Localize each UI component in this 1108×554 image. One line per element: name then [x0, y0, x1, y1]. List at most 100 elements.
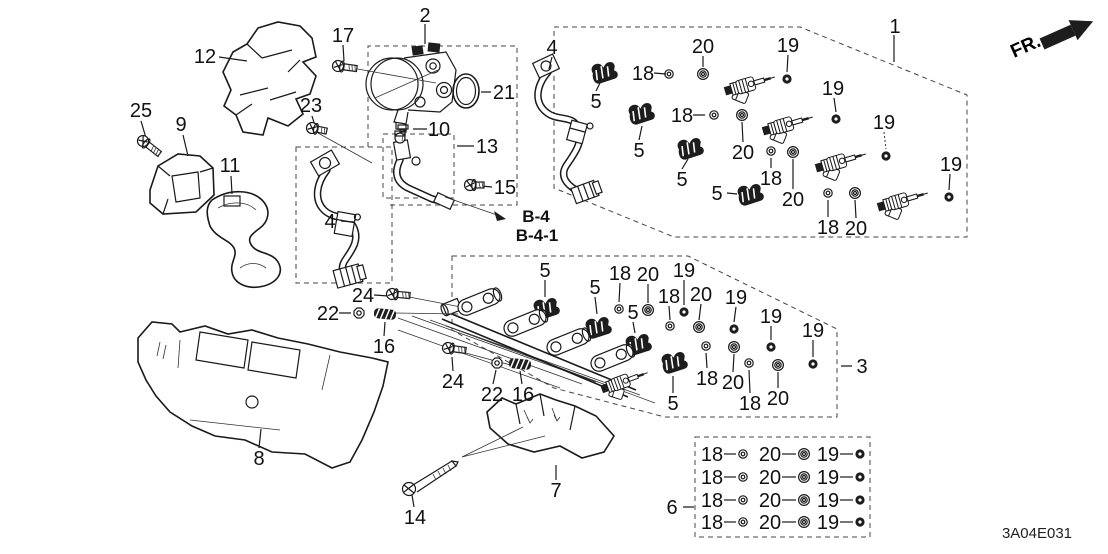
- hardware-label-18: 18: [701, 444, 723, 466]
- bolt-icon: [331, 59, 358, 73]
- washer-18-icon: [709, 110, 719, 120]
- callout-7: 7: [550, 480, 561, 502]
- washer-18-icon: [766, 146, 776, 156]
- hardware-label-20: 20: [759, 467, 781, 489]
- callout-8: 8: [253, 448, 264, 470]
- group-box-13: [382, 133, 455, 199]
- callout-16: 16: [512, 384, 534, 406]
- rail-boss-icon: [457, 287, 503, 316]
- seal-ring-20-icon: [727, 341, 740, 354]
- callout-18: 18: [609, 263, 631, 285]
- washer-18-icon: [738, 495, 748, 505]
- hardware-label-20: 20: [759, 512, 781, 534]
- callout-15: 15: [494, 177, 516, 199]
- callout-4: 4: [324, 211, 335, 233]
- callout-21: 21: [493, 82, 515, 104]
- spring-16-icon: [508, 358, 532, 370]
- ref-label-b4: B-4: [522, 207, 550, 226]
- washer-18-icon: [738, 472, 748, 482]
- callout-19: 19: [777, 35, 799, 57]
- group-box-1: [553, 26, 968, 238]
- injector-clip-5-icon: [585, 316, 612, 339]
- callout-10: 10: [428, 119, 450, 141]
- group-box-3: [451, 255, 838, 418]
- fr-arrow-icon: [1039, 20, 1094, 50]
- hardware-label-19: 19: [817, 490, 839, 512]
- spring-16-icon: [373, 308, 397, 320]
- nut-22-icon: [491, 357, 503, 369]
- fuel-injector-icon: [876, 192, 928, 220]
- callout-5: 5: [539, 260, 550, 282]
- seal-ring-20-icon: [797, 471, 810, 484]
- fr-label: FR.: [1007, 31, 1044, 63]
- callout-3: 3: [856, 356, 867, 378]
- callout-17: 17: [332, 25, 354, 47]
- callout-19: 19: [802, 320, 824, 342]
- injector-clip-5-icon: [661, 351, 688, 374]
- callout-5: 5: [633, 140, 644, 162]
- callout-23: 23: [300, 95, 322, 117]
- hardware-label-20: 20: [759, 444, 781, 466]
- part-14-bolt: [401, 460, 459, 497]
- callout-20: 20: [637, 264, 659, 286]
- seal-ring-20-icon: [786, 146, 799, 159]
- callout-6: 6: [666, 497, 677, 519]
- washer-18-icon: [738, 449, 748, 459]
- bolt-icon: [441, 341, 467, 355]
- hardware-table-row: 18 20 19: [701, 444, 865, 466]
- washer-18-icon: [665, 321, 675, 331]
- ghost-lines: [397, 315, 656, 404]
- hardware-label-20: 20: [759, 490, 781, 512]
- injector-clip-5-icon: [628, 102, 655, 125]
- callout-20: 20: [722, 372, 744, 394]
- callout-20: 20: [845, 218, 867, 240]
- callout-layer: 1217225923112110131544155551818181820202…: [130, 5, 962, 529]
- hardware-label-19: 19: [817, 467, 839, 489]
- bolt-icon: [136, 134, 163, 158]
- callout-5: 5: [676, 169, 687, 191]
- part-4-fuel-hose-right: [531, 53, 603, 205]
- callout-11: 11: [220, 155, 241, 177]
- callout-18: 18: [632, 63, 654, 85]
- rail-boss-icon: [503, 308, 549, 337]
- seal-ring-20-icon: [797, 448, 810, 461]
- callout-12: 12: [194, 46, 216, 68]
- nut-22-icon: [353, 307, 365, 319]
- diagram-code: 3A04E031: [1002, 525, 1072, 542]
- callout-22: 22: [317, 303, 339, 325]
- washer-18-icon: [738, 517, 748, 527]
- seal-ring-20-icon: [735, 108, 748, 121]
- washer-18-icon: [614, 304, 624, 314]
- hardware-label-18: 18: [701, 512, 723, 534]
- fuel-injector-icon: [723, 76, 775, 104]
- callout-20: 20: [732, 142, 754, 164]
- callout-18: 18: [696, 368, 718, 390]
- callout-9: 9: [175, 114, 186, 136]
- hardware-label-19: 19: [817, 444, 839, 466]
- callout-19: 19: [873, 112, 895, 134]
- fuel-injector-icon: [814, 153, 866, 181]
- rail-boss-icon: [546, 327, 592, 356]
- callout-18: 18: [658, 286, 680, 308]
- part-2-fuel-pump: [365, 42, 457, 131]
- part-8-cylinder-head: [137, 321, 389, 469]
- seal-ring-20-icon: [797, 494, 810, 507]
- group-box-6: [694, 436, 871, 538]
- seal-ring-20-icon: [848, 187, 861, 200]
- callout-22: 22: [481, 384, 503, 406]
- seal-ring-20-icon: [771, 359, 784, 372]
- callout-19: 19: [822, 78, 844, 100]
- fuel-injector-icon: [761, 116, 813, 144]
- callout-20: 20: [782, 189, 804, 211]
- callout-24: 24: [352, 285, 374, 307]
- rail-boss-icon: [590, 343, 636, 372]
- callout-1: 1: [889, 16, 900, 38]
- fuel-injector-icon: [600, 372, 648, 400]
- callout-19: 19: [725, 287, 747, 309]
- callout-18: 18: [817, 217, 839, 239]
